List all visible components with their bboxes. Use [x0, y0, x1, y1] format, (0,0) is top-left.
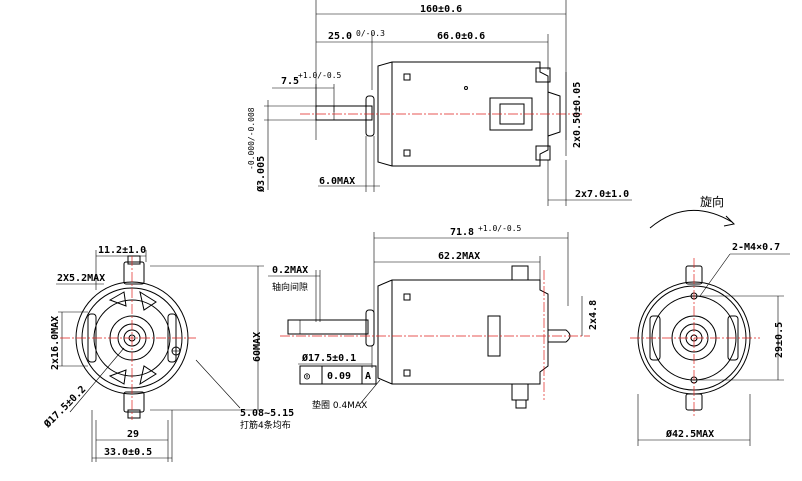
front-view: 11.2±1.0 2X5.2MAX 2x16.0MAX	[41, 245, 294, 462]
flat-length-dim: 7.5	[281, 76, 299, 87]
end-play-dim: 0.2MAX	[272, 265, 308, 276]
side-body-length-dim: 62.2MAX	[438, 251, 480, 262]
shaft-extension-dim: 25.0	[328, 31, 352, 42]
rotation-arrow-icon	[649, 209, 733, 229]
end-play-cn: 轴向间隙	[272, 281, 308, 293]
body-length-dim: 66.0±0.6	[437, 31, 485, 42]
terminal-height-dim: 2x4.8	[588, 300, 599, 330]
flat-length-tol: +1.0/-0.5	[298, 71, 342, 80]
datum-label: A	[365, 371, 371, 382]
thread-note-cn: 打筋4条均布	[240, 419, 291, 431]
top-view: 160±0.6 25.0 0/-0.3 66.0±0.6 7.5 +1.0/-0…	[247, 0, 632, 206]
slot-width-dim: 2X5.2MAX	[57, 273, 105, 284]
side-length-tol: +1.0/-0.5	[478, 224, 522, 233]
shaft-extension-tol: 0/-0.3	[356, 29, 385, 38]
boss-diameter-dim: Ø17.5±0.2	[41, 383, 89, 431]
concentricity-value: 0.09	[327, 371, 351, 382]
rear-hole-spacing-dim: 29±0.5	[774, 322, 785, 358]
rear-diameter-dim: Ø42.5MAX	[665, 428, 714, 440]
rotation-label: 旋向	[700, 194, 724, 209]
hole-spacing-dim: 29	[127, 429, 139, 440]
rear-view: 旋向 2-M4×0.7 29±0.5 Ø42.5MAX	[630, 194, 790, 446]
height-dim: 60MAX	[252, 332, 263, 362]
terminal-width-dim: 2x7.0±1.0	[575, 189, 629, 200]
screw-note: 2-M4×0.7	[732, 242, 780, 253]
flange-max-dim: 6.0MAX	[319, 176, 355, 187]
side-length-dim: 71.8	[450, 227, 474, 238]
slot-length-dim: 2x16.0MAX	[50, 316, 61, 370]
side-view: 71.8 +1.0/-0.5 62.2MAX 0.2MAX 轴向间隙 2x4.8	[268, 224, 599, 411]
pilot-diameter-dim: Ø17.5±0.1	[301, 352, 356, 364]
thread-note-dim: 5.08~5.15	[240, 408, 294, 419]
shaft-diameter-tol: -0.000/-0.008	[247, 107, 256, 170]
offset-dim: 11.2±1.0	[98, 245, 146, 256]
washer-note: 垫圈 0.4MAX	[312, 399, 367, 411]
terminal-thickness-dim: 2x0.50±0.05	[572, 82, 583, 148]
overall-length-dim: 160±0.6	[420, 4, 462, 15]
concentricity-symbol: ◎	[304, 371, 310, 382]
shaft-diameter-dim: Ø3.005	[255, 156, 267, 193]
width-dim: 33.0±0.5	[104, 447, 152, 458]
